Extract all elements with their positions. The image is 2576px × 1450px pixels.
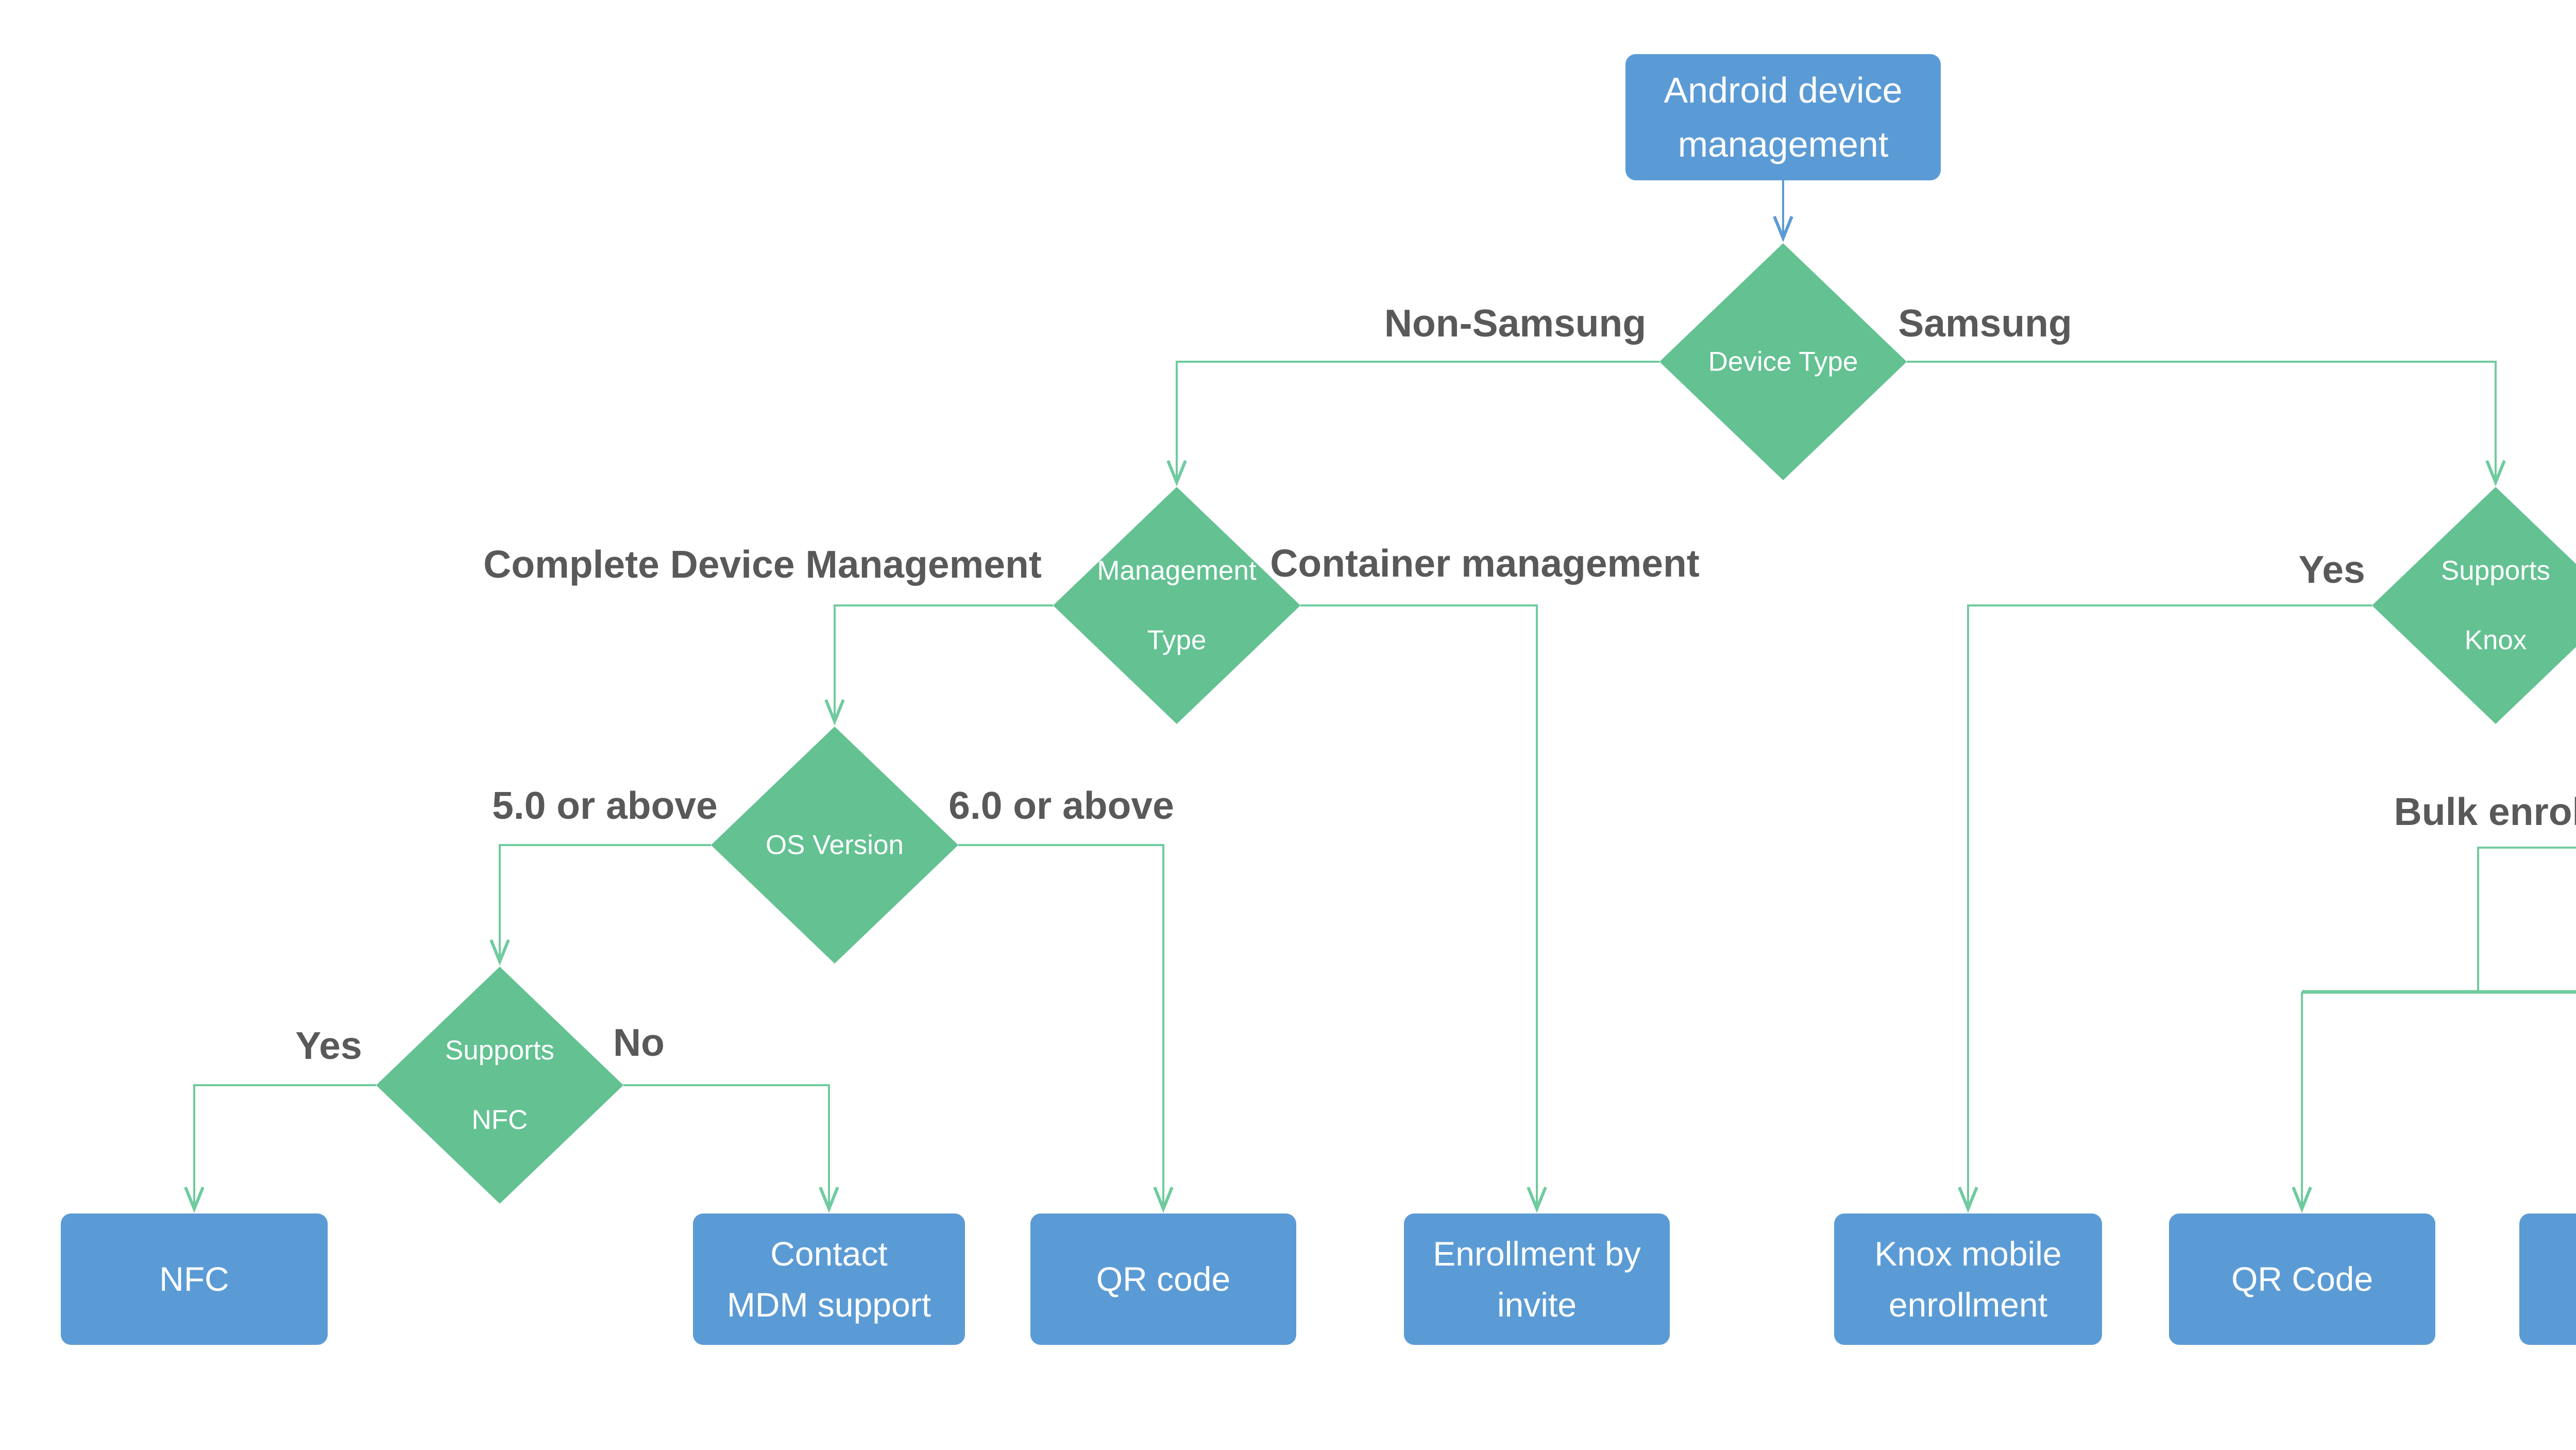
branch-label-bulk-enrollment: Bulk enrollment: [2394, 790, 2576, 833]
outcome-contact-mdm-support[interactable]: Contact MDM support: [693, 1213, 965, 1345]
edge-nfc-yes: [184, 1084, 376, 1213]
decision-supports-nfc-shape[interactable]: [376, 967, 623, 1204]
branch-label-complete-device-management: Complete Device Management: [483, 543, 1042, 586]
edge-enrollment-bulk-stem: [2477, 847, 2576, 992]
outcome-knox-mobile-enrollment-label: Knox mobile enrollment: [1874, 1234, 2062, 1324]
start-node-android-device-management[interactable]: Android device management: [1625, 54, 1941, 180]
decision-device-type-shape[interactable]: [1659, 243, 1907, 480]
outcome-nfc[interactable]: NFC: [61, 1213, 328, 1345]
edge-nfc-no: [623, 1084, 839, 1213]
outcome-qr-code[interactable]: QR code: [1030, 1213, 1296, 1345]
edge-os-6-or-above: [958, 844, 1174, 1213]
decision-os-version-shape[interactable]: [711, 727, 958, 964]
edge-knox-yes: [1958, 604, 2372, 1213]
decision-supports-knox-shape[interactable]: [2372, 487, 2576, 724]
outcome-qr-code-label: QR code: [1096, 1260, 1231, 1298]
branch-label-nfc-no: No: [613, 1021, 665, 1064]
outcome-qr-code-2-label: QR Code: [2231, 1260, 2374, 1298]
decision-management-type-shape[interactable]: [1053, 487, 1300, 724]
outcome-enrollment-by-invite[interactable]: Enrollment by invite: [1404, 1213, 1670, 1345]
branch-label-samsung: Samsung: [1898, 301, 2072, 345]
branch-label-non-samsung: Non-Samsung: [1384, 301, 1647, 345]
edge-management-complete: [824, 604, 1053, 726]
outcome-contact-mdm-support-label: Contact MDM support: [726, 1234, 931, 1324]
branch-label-5-or-above: 5.0 or above: [492, 784, 718, 827]
branch-label-container-management: Container management: [1270, 542, 1700, 585]
branch-label-6-or-above: 6.0 or above: [948, 784, 1174, 827]
outcome-enrollment-by-invite-label: Enrollment by invite: [1433, 1234, 1641, 1324]
outcome-knox-mobile-enrollment[interactable]: Knox mobile enrollment: [1834, 1213, 2102, 1345]
branch-label-nfc-yes: Yes: [295, 1024, 362, 1067]
outcome-nfc-label: NFC: [159, 1260, 229, 1298]
edge-management-container: [1300, 604, 1547, 1213]
branch-label-knox-yes: Yes: [2298, 548, 2365, 591]
edge-device-type-samsung: [1907, 361, 2506, 486]
outcome-nfc-2[interactable]: NFC: [2519, 1213, 2576, 1345]
start-node-label: Android device management: [1664, 70, 1903, 164]
edge-device-type-non-samsung: [1166, 361, 1659, 486]
outcome-qr-code-2[interactable]: QR Code: [2169, 1213, 2435, 1345]
edge-os-5-or-above: [489, 844, 711, 966]
